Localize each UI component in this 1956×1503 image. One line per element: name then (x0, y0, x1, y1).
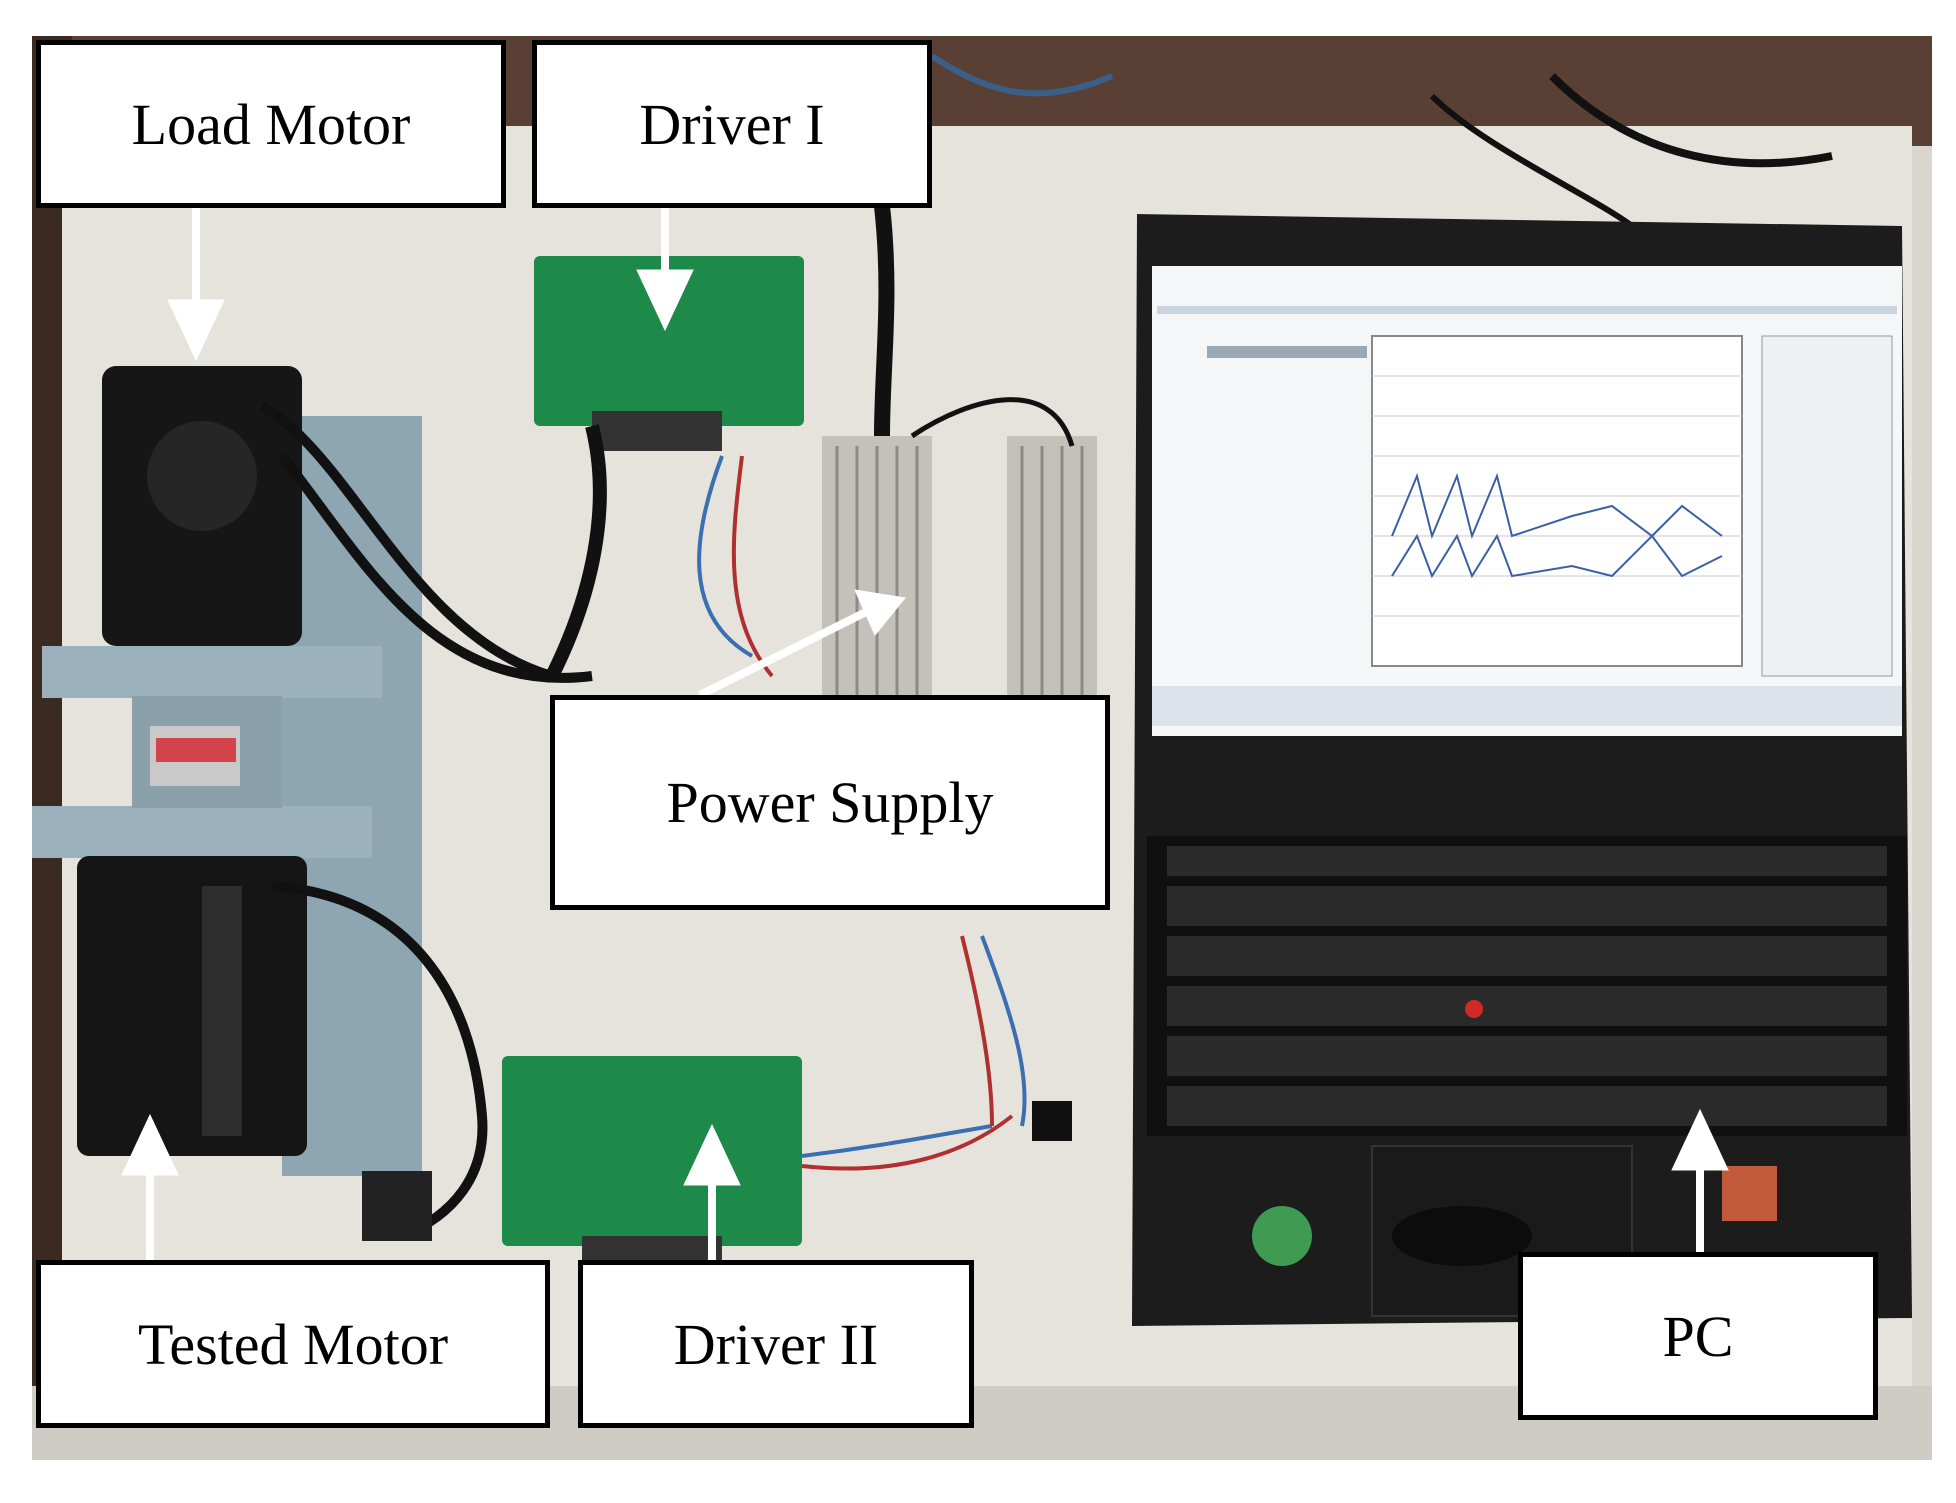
label-tested-motor: Tested Motor (36, 1260, 550, 1428)
label-load-motor: Load Motor (36, 40, 506, 208)
label-driver-2: Driver II (578, 1260, 974, 1428)
label-pc: PC (1518, 1252, 1878, 1420)
tested-motor (77, 856, 488, 1241)
load-motor (102, 366, 593, 683)
label-driver-1: Driver I (532, 40, 932, 208)
label-power-supply: Power Supply (550, 695, 1110, 910)
power-supply (822, 205, 1097, 726)
laptop (1132, 214, 1912, 1326)
